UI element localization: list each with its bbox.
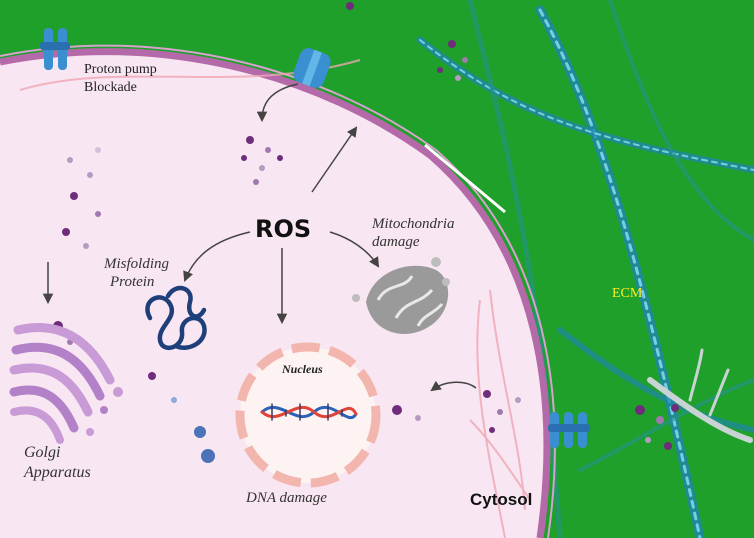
ion-channel-icon bbox=[40, 28, 70, 70]
golgi-apparatus-label-line2: Apparatus bbox=[24, 464, 91, 481]
ecm-ros-particles bbox=[346, 2, 679, 450]
cell bbox=[0, 44, 556, 538]
mitochondria-icon bbox=[352, 257, 450, 334]
light-streak bbox=[424, 143, 506, 214]
misfolding-protein-label-line1: Misfolding bbox=[104, 256, 170, 272]
mitochondria-damage-label-line1: Mitochondria bbox=[372, 216, 455, 232]
misfolding-protein-label-line2: Protein bbox=[110, 274, 155, 290]
arrow-ros-to-mitochondria bbox=[329, 231, 380, 268]
mitochondria-damage-label-line2: damage bbox=[372, 234, 420, 250]
ros-label: ROS bbox=[255, 215, 312, 243]
cytosol-label: Cytosol bbox=[470, 490, 533, 509]
dna-damage-label: DNA damage bbox=[246, 490, 327, 506]
golgi-apparatus-icon bbox=[9, 322, 123, 444]
arrow-channel-to-ros bbox=[256, 83, 299, 123]
arrow-ros-to-membrane bbox=[311, 126, 358, 193]
nucleus-label: Nucleus bbox=[282, 362, 323, 376]
proton-pump-label: Proton pump bbox=[84, 62, 157, 77]
golgi-apparatus-label-line1: Golgi bbox=[24, 444, 61, 461]
cell-membrane bbox=[0, 48, 551, 538]
arrow-cytosol-to-nucleus bbox=[430, 380, 477, 392]
ecm-label: ECM bbox=[612, 286, 643, 301]
proton-pump-channel-right bbox=[548, 412, 590, 448]
ecm-fiber-icon bbox=[416, 0, 754, 538]
cytoplasm bbox=[0, 51, 547, 538]
blockade-label: Blockade bbox=[84, 80, 137, 95]
dna-helix-icon bbox=[260, 403, 358, 421]
pathway-arrows bbox=[42, 83, 477, 392]
arrow-ros-to-misfolding bbox=[183, 231, 251, 282]
misfolded-protein-icon bbox=[145, 285, 207, 351]
proton-pump-channel-top bbox=[293, 48, 331, 88]
